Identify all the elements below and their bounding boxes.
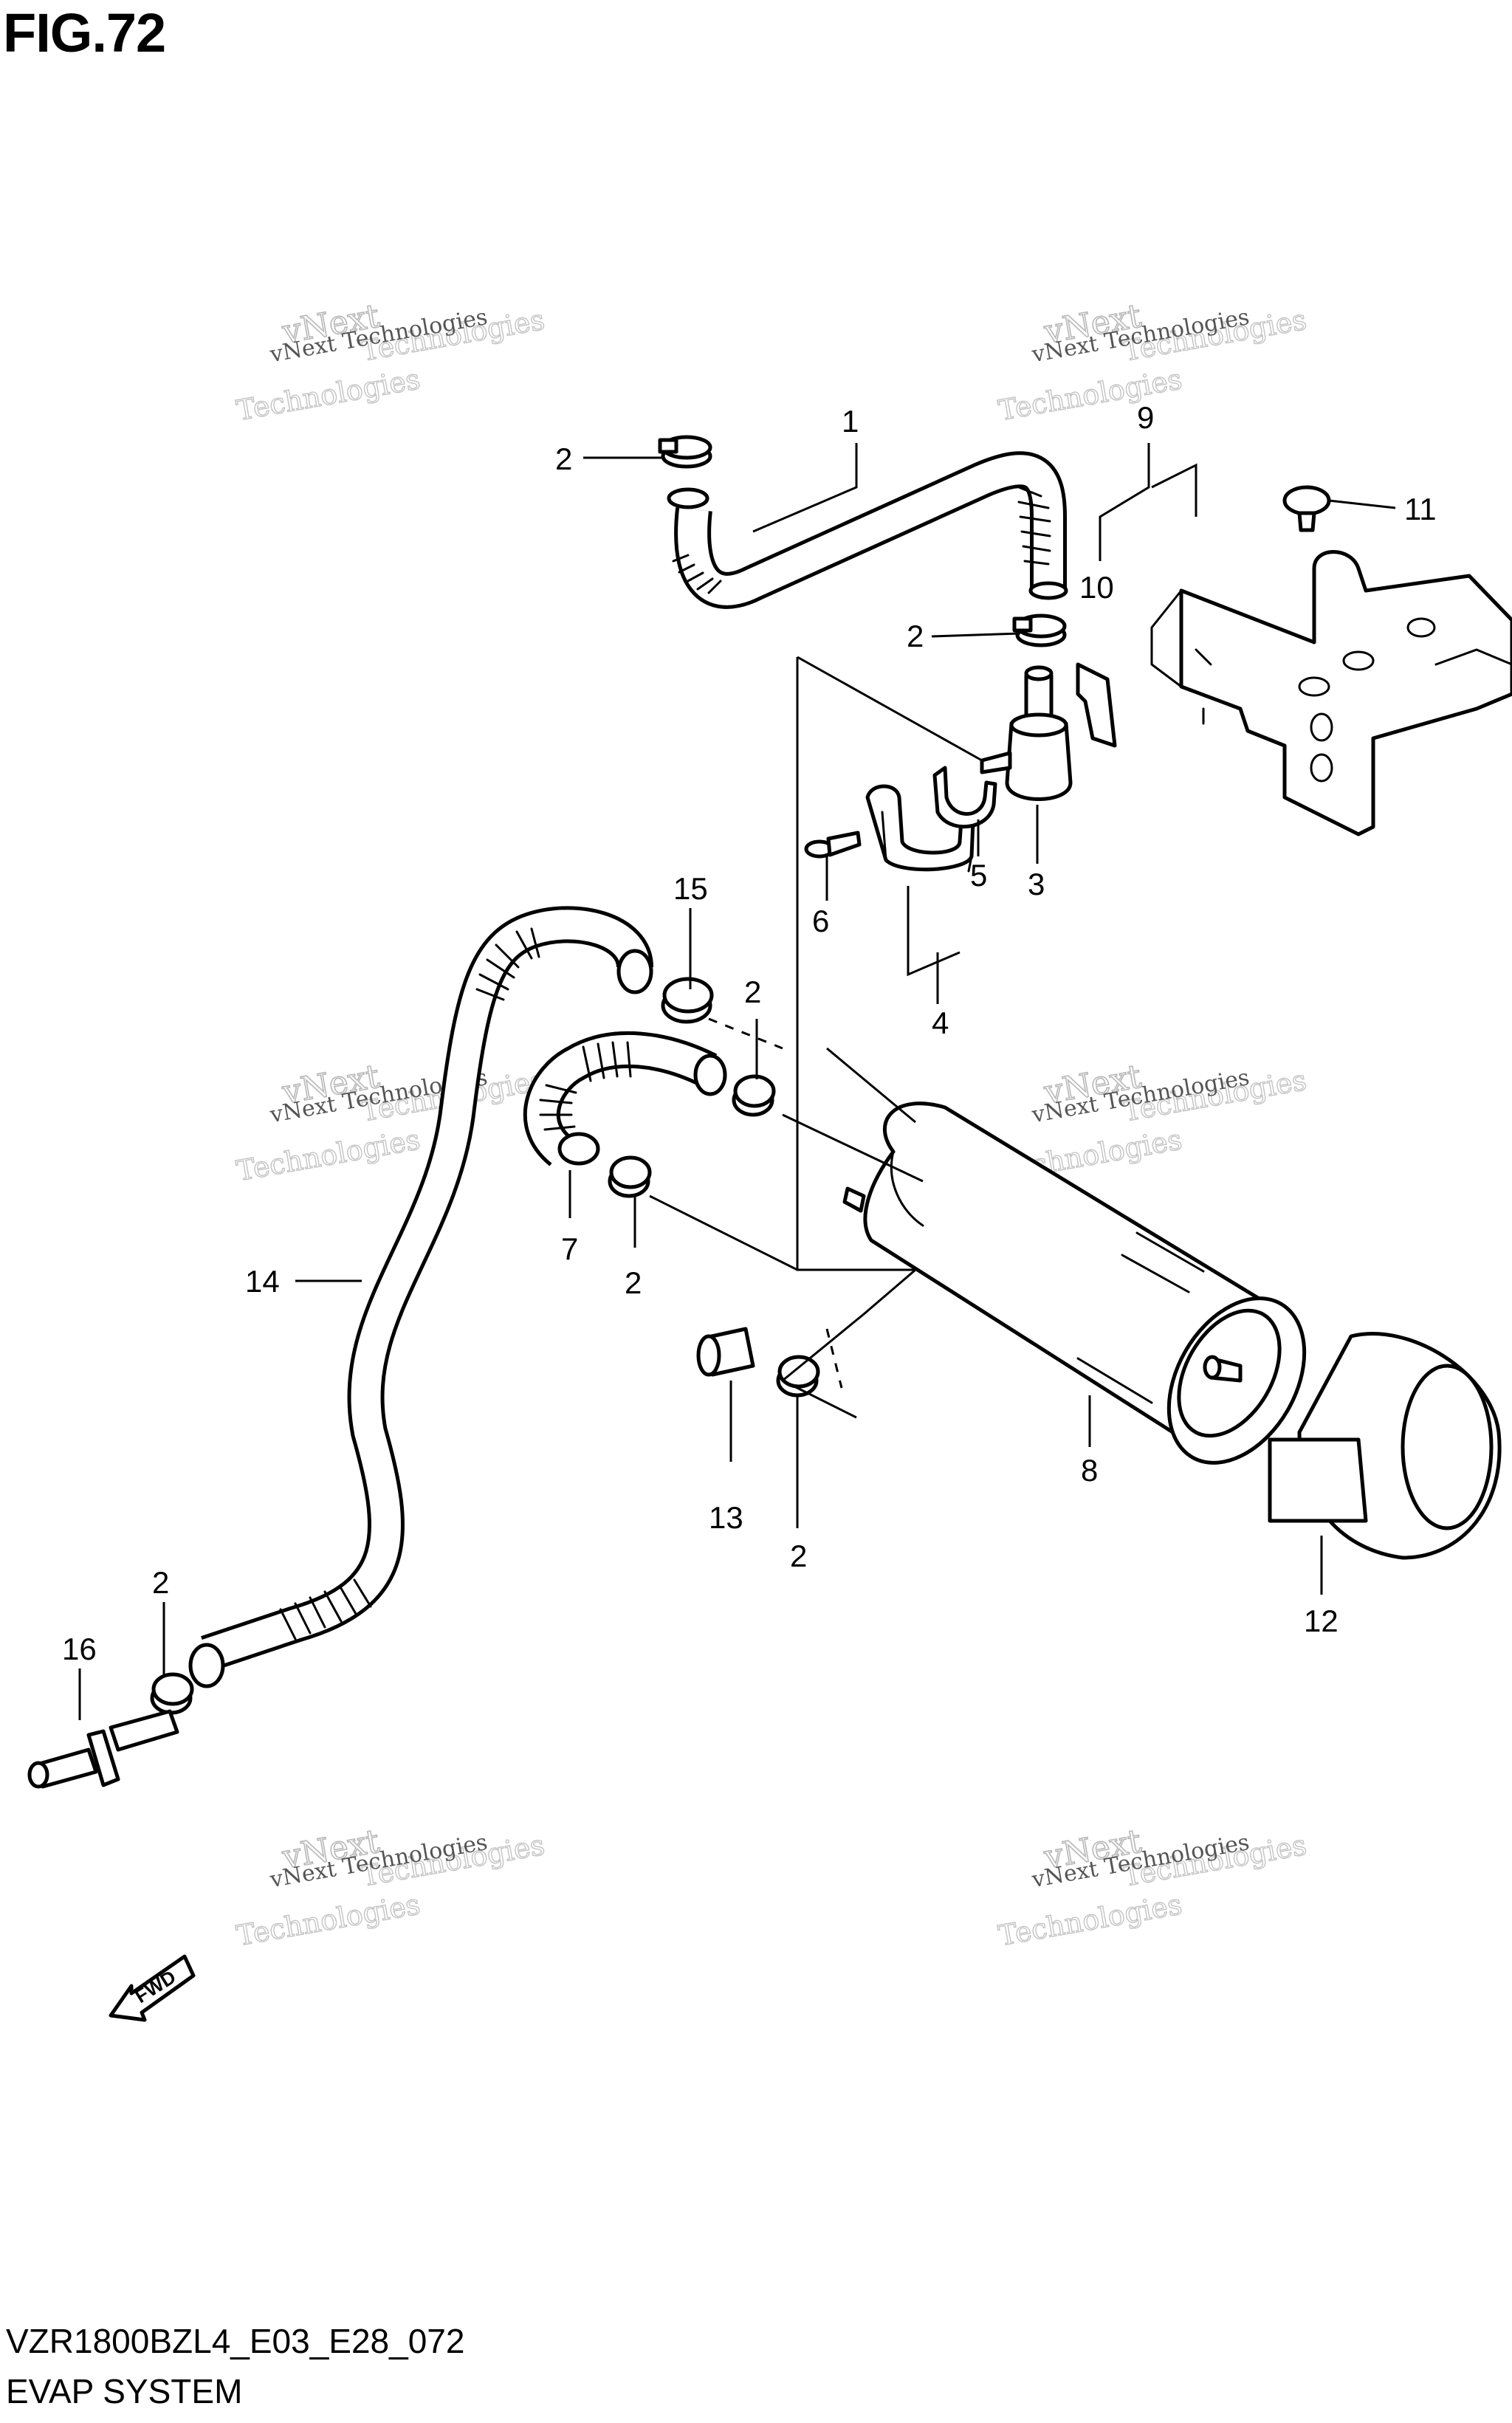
callout-2c: 2 <box>744 975 761 1009</box>
callout-16: 16 <box>62 1632 97 1666</box>
callout-6: 6 <box>812 904 829 938</box>
callout-8: 8 <box>1081 1453 1098 1488</box>
callout-13: 13 <box>709 1500 743 1535</box>
part-12-cover <box>1268 1332 1502 1560</box>
callout-15: 15 <box>673 871 708 906</box>
part-2-clamp-mid-a <box>732 1074 776 1117</box>
figure-name: EVAP SYSTEM <box>6 2372 243 2410</box>
part-3-valve <box>980 665 1073 801</box>
figure-title: FIG.72 <box>3 2 166 63</box>
part-5-clip <box>932 766 997 829</box>
watermark-bottom-right: vNext Technologies Technologies vNext Te… <box>995 1822 1309 1953</box>
callout-4: 4 <box>932 1006 949 1040</box>
part-2-clamp-lower <box>776 1355 820 1398</box>
part-2-clamp-top-left <box>658 435 712 469</box>
part-15-clamp <box>661 977 714 1024</box>
part-1-hose <box>667 451 1068 609</box>
watermark-top-left: vNext Technologies Technologies vNext Te… <box>233 297 547 427</box>
assembly-lines <box>649 656 983 1419</box>
svg-text:Technologies: Technologies <box>234 1123 422 1187</box>
part-9-mount-bracket <box>1150 550 1512 836</box>
watermark-mid-left: vNext Technologies Technologies vNext Te… <box>233 1057 547 1188</box>
part-16-fitting <box>27 1709 179 1789</box>
svg-text:Technologies: Technologies <box>996 362 1184 427</box>
callout-12: 12 <box>1304 1604 1339 1638</box>
svg-text:Technologies: Technologies <box>996 1888 1184 1952</box>
part-2-clamp-top-right <box>1012 614 1067 647</box>
part-11-bolt <box>1282 485 1331 532</box>
part-8-canister <box>842 1101 1307 1465</box>
callout-3: 3 <box>1028 867 1045 901</box>
fwd-direction-arrow: FWD <box>109 1954 196 2022</box>
part-2-clamp-bottom <box>150 1672 194 1715</box>
svg-text:Technologies: Technologies <box>234 1888 422 1952</box>
callout-2f: 2 <box>152 1565 169 1600</box>
callout-14: 14 <box>245 1264 280 1299</box>
part-13-tube <box>696 1327 755 1377</box>
part-4-bracket <box>865 784 975 873</box>
callout-2b: 2 <box>907 619 924 653</box>
callout-1: 1 <box>842 404 859 439</box>
part-7-hose <box>523 1031 727 1166</box>
callout-9: 9 <box>1137 400 1154 435</box>
part-10-clip <box>1076 662 1117 748</box>
callout-2e: 2 <box>790 1539 807 1573</box>
part-2-clamp-mid-b <box>608 1155 652 1198</box>
callout-10: 10 <box>1079 570 1114 605</box>
callout-5: 5 <box>970 858 987 893</box>
figure-code: VZR1800BZL4_E03_E28_072 <box>6 2322 465 2360</box>
callout-11: 11 <box>1404 492 1437 526</box>
svg-text:Technologies: Technologies <box>234 362 422 427</box>
callout-7: 7 <box>561 1231 578 1266</box>
callout-2a: 2 <box>555 441 572 476</box>
part-6-screw <box>804 831 862 859</box>
part-14-drain-hose <box>188 906 653 1688</box>
callout-2d: 2 <box>625 1265 642 1300</box>
leader-lines <box>78 443 1396 1720</box>
watermark-bottom-left: vNext Technologies Technologies vNext Te… <box>233 1822 547 1953</box>
